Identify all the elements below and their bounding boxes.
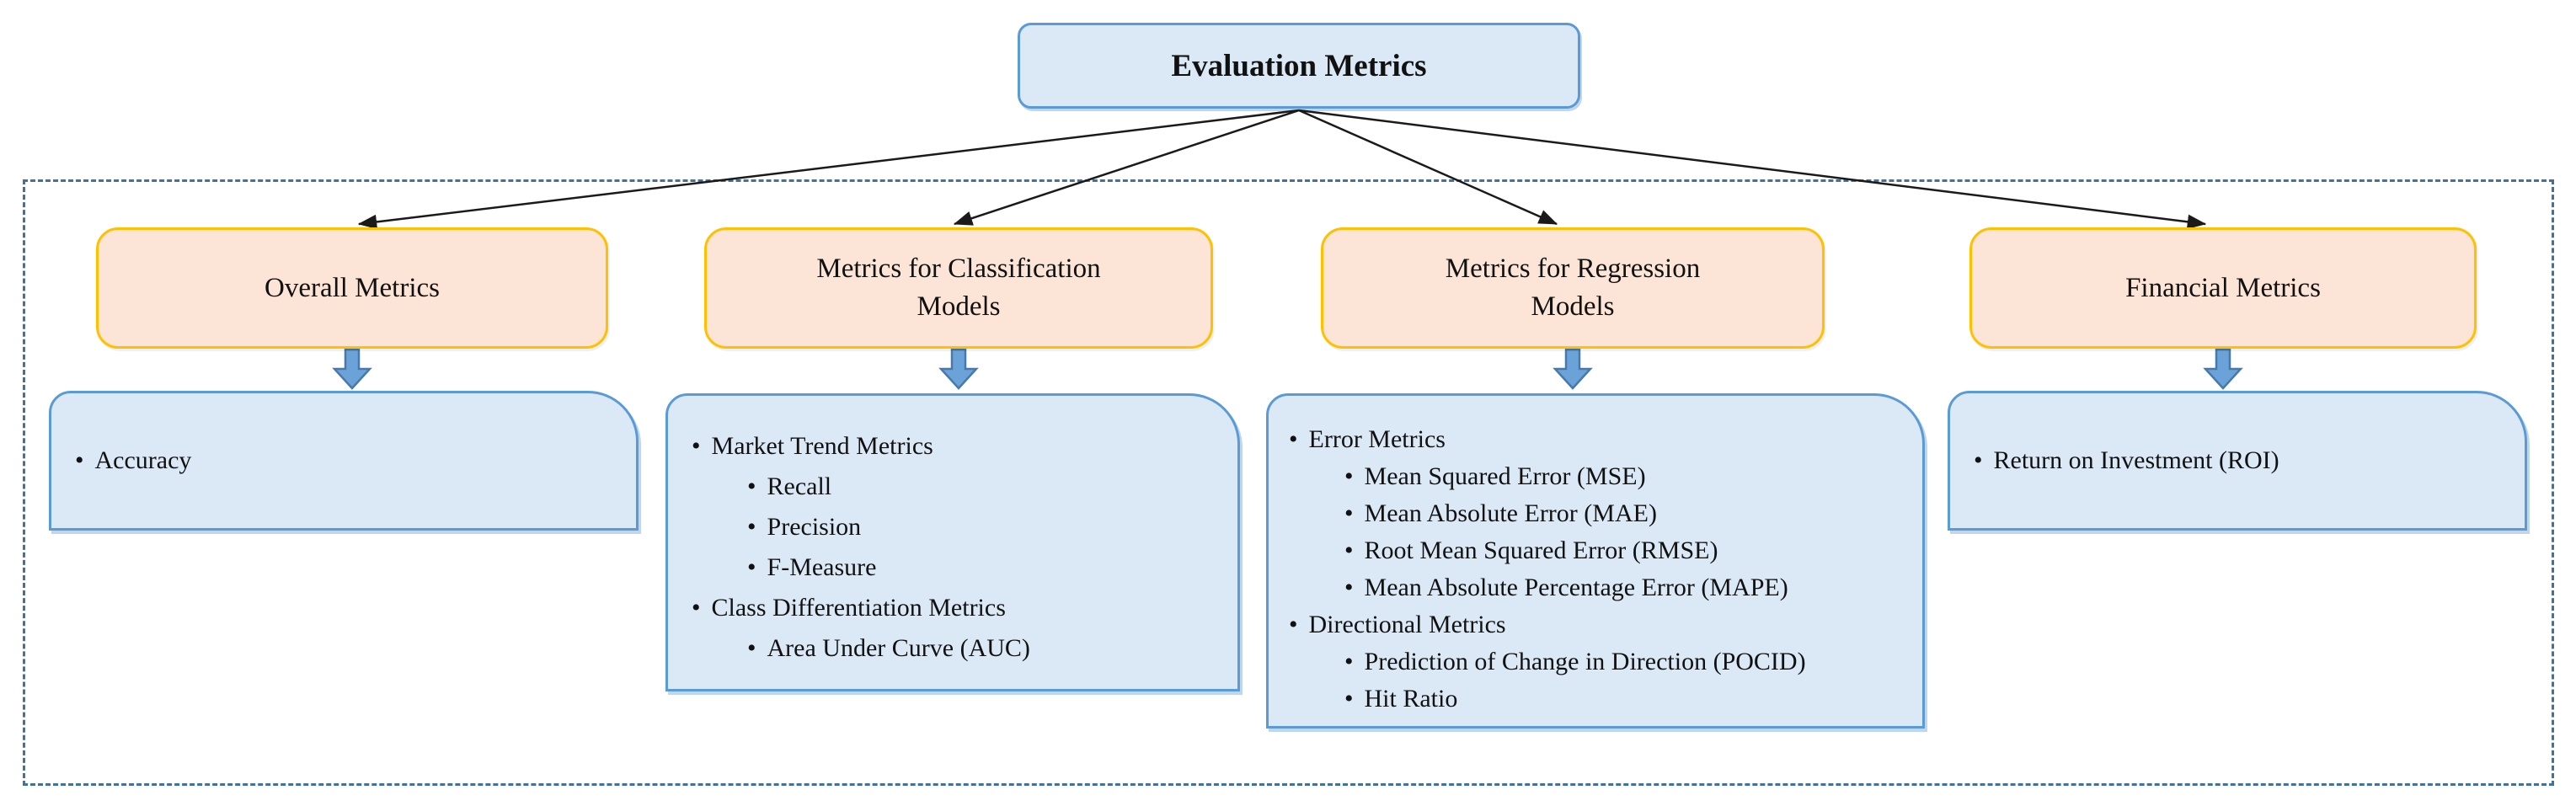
list-item: • Area Under Curve (AUC): [692, 628, 1222, 669]
bullet-icon: •: [1344, 462, 1354, 490]
list-item-label: Precision: [767, 513, 862, 541]
root-node-label: Evaluation Metrics: [1171, 48, 1427, 83]
bullet-icon: •: [1344, 648, 1354, 675]
list-item-label: Return on Investment (ROI): [1993, 446, 2279, 474]
list-item: • Market Trend Metrics: [692, 426, 1222, 467]
branch-content-regression-metrics: •Error Metrics•Mean Squared Error (MSE)•…: [1266, 393, 1925, 729]
list-item-label: Recall: [767, 472, 832, 500]
bullet-icon: •: [1974, 446, 1983, 474]
list-item: • Error Metrics: [1289, 421, 1911, 458]
list-item-label: Root Mean Squared Error (RMSE): [1364, 536, 1718, 564]
list-item: • Accuracy: [75, 446, 191, 476]
list-item: • Return on Investment (ROI): [1974, 446, 2279, 476]
list-item-label: Mean Absolute Percentage Error (MAPE): [1364, 574, 1788, 601]
metric-list: • Market Trend Metrics • Recall • Precision • F…: [692, 426, 1222, 669]
list-item-label: Error Metrics: [1308, 425, 1446, 453]
list-item-label: Directional Metrics: [1308, 611, 1506, 638]
bullet-icon: •: [747, 472, 756, 500]
bullet-icon: •: [1289, 611, 1298, 638]
list-item-label: Accuracy: [94, 446, 192, 474]
branch-header-label: Metrics for Regression Models: [1445, 254, 1701, 322]
branch-content-overall-metrics: • Accuracy: [49, 391, 639, 531]
list-item: • Precision: [692, 507, 1222, 547]
metric-list: •Error Metrics•Mean Squared Error (MSE)•…: [1289, 421, 1911, 718]
branch-header-label: Financial Metrics: [2125, 272, 2321, 303]
list-item-label: Class Differentiation Metrics: [711, 594, 1006, 622]
metric-list: • Accuracy: [75, 446, 191, 476]
list-item-label: Prediction of Change in Direction (POCID…: [1364, 648, 1806, 675]
bullet-icon: •: [747, 513, 756, 541]
list-item: • Prediction of Change in Direction (POCI…: [1289, 643, 1911, 681]
list-item-label: Market Trend Metrics: [711, 432, 933, 460]
bullet-icon: •: [747, 553, 756, 581]
list-item: • Mean Absolute Error (MAE): [1289, 495, 1911, 532]
bullet-icon: •: [1289, 425, 1298, 453]
list-item-label: Mean Squared Error (MSE): [1364, 462, 1646, 490]
list-item: • Recall: [692, 467, 1222, 507]
bullet-icon: •: [1344, 685, 1354, 713]
list-item: • Root Mean Squared Error (RMSE): [1289, 532, 1911, 569]
list-item-label: Mean Absolute Error (MAE): [1364, 499, 1657, 527]
list-item: • F-Measure: [692, 547, 1222, 588]
list-item: • Mean Absolute Percentage Error (MAPE): [1289, 569, 1911, 606]
metric-list: • Return on Investment (ROI): [1974, 446, 2279, 476]
branch-content-financial-metrics: • Return on Investment (ROI): [1948, 391, 2527, 531]
list-item-label: Area Under Curve (AUC): [767, 634, 1030, 662]
branch-header-overall-metrics: Overall Metrics: [96, 227, 608, 349]
bullet-icon: •: [1344, 574, 1354, 601]
branch-header-financial-metrics: Financial Metrics: [1969, 227, 2477, 349]
list-item-label: F-Measure: [767, 553, 877, 581]
bullet-icon: •: [692, 432, 701, 460]
bullet-icon: •: [1344, 499, 1354, 527]
branch-header-label: Overall Metrics: [264, 272, 440, 303]
bullet-icon: •: [1344, 536, 1354, 564]
root-node-evaluation-metrics: Evaluation Metrics: [1018, 23, 1580, 109]
branch-header-regression-metrics: Metrics for Regression Models: [1321, 227, 1825, 349]
list-item-label: Hit Ratio: [1364, 685, 1458, 713]
branch-content-classification-metrics: • Market Trend Metrics • Recall • Precision • F…: [665, 393, 1240, 691]
bullet-icon: •: [75, 446, 84, 474]
bullet-icon: •: [747, 634, 756, 662]
branch-header-classification-metrics: Metrics for Classification Models: [704, 227, 1213, 349]
list-item: • Directional Metrics: [1289, 606, 1911, 643]
bullet-icon: •: [692, 594, 701, 622]
list-item: • Hit Ratio: [1289, 681, 1911, 718]
list-item: • Class Differentiation Metrics: [692, 588, 1222, 628]
list-item: • Mean Squared Error (MSE): [1289, 458, 1911, 495]
branch-header-label: Metrics for Classification Models: [816, 254, 1101, 322]
